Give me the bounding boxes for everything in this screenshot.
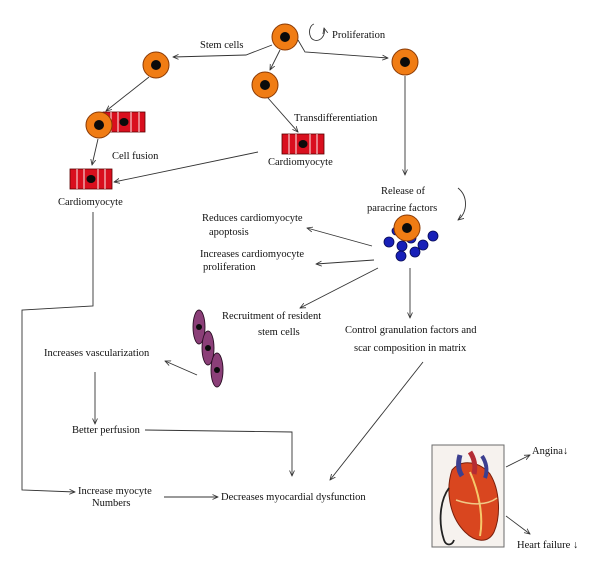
arrow-transdiff-to-left-cardio [114, 151, 259, 182]
proliferation-loop-icon [309, 23, 325, 41]
label-control-line1: Control granulation factors and [345, 325, 477, 336]
resident-stem-cells [192, 309, 224, 388]
label-release-line1: Release of [381, 186, 426, 197]
label-increases-prolif-line2: proliferation [203, 262, 256, 273]
arrow-perfusion-to-dysfunction [144, 429, 292, 476]
stem-cell-top [271, 23, 299, 51]
label-increases-prolif-line1: Increases cardiomyocyte [200, 249, 304, 260]
stem-cell-left [142, 51, 170, 79]
stem-cell-fusing [85, 111, 113, 139]
arrow-to-transdiff [267, 97, 298, 132]
label-cardiomyocyte-left: Cardiomyocyte [58, 197, 123, 208]
arrow-to-increases-proliferation [316, 259, 375, 264]
arrow-stem-to-right [297, 39, 388, 58]
arrow-stem-to-left [173, 44, 273, 57]
arrow-control-to-dysfunction [330, 361, 424, 480]
arrow-cardio-to-myocyte-numbers [21, 212, 94, 492]
arrow-to-fusion [106, 76, 150, 111]
label-angina: Angina↓ [532, 446, 568, 457]
label-better-perfusion: Better perfusion [72, 425, 141, 436]
arrow-to-reduces-apoptosis [307, 228, 373, 247]
label-transdifferentiation: Transdifferentiation [294, 113, 378, 124]
paracrine-loop-icon [458, 187, 466, 220]
cardiomyocyte-fusion-result [69, 168, 113, 190]
label-proliferation: Proliferation [332, 30, 386, 41]
label-increase-myocyte-line2: Numbers [92, 498, 131, 509]
label-stem-cells: Stem cells [200, 40, 243, 51]
arrow-heart-to-angina [505, 455, 530, 468]
arrow-to-recruitment [300, 267, 379, 308]
label-recruitment-line1: Recruitment of resident [222, 311, 321, 322]
stem-cell-paracrine [393, 214, 421, 242]
label-reduces-line1: Reduces cardiomyocyte [202, 213, 303, 224]
stem-cell-right [391, 48, 419, 76]
label-increases-vascularization: Increases vascularization [44, 348, 150, 359]
label-control-line2: scar composition in matrix [354, 343, 467, 354]
arrow-heart-to-heart-failure [505, 515, 530, 534]
cardiomyocyte-transdiff [281, 133, 325, 155]
label-cell-fusion: Cell fusion [112, 151, 159, 162]
arrow-to-vascularization [165, 361, 198, 376]
label-reduces-line2: apoptosis [209, 227, 249, 238]
heart-illustration [431, 444, 505, 548]
label-increase-myocyte-line1: Increase myocyte [78, 486, 152, 497]
stem-cell-middle [251, 71, 279, 99]
label-decreases-dysfunction: Decreases myocardial dysfunction [221, 492, 366, 503]
label-release-line2: paracrine factors [367, 203, 437, 214]
label-cardiomyocyte-mid: Cardiomyocyte [268, 157, 333, 168]
arrow-stem-to-middle [270, 49, 281, 70]
label-heart-failure: Heart failure ↓ [517, 540, 578, 551]
label-recruitment-line2: stem cells [258, 327, 300, 338]
arrow-fusion-down [92, 138, 99, 165]
